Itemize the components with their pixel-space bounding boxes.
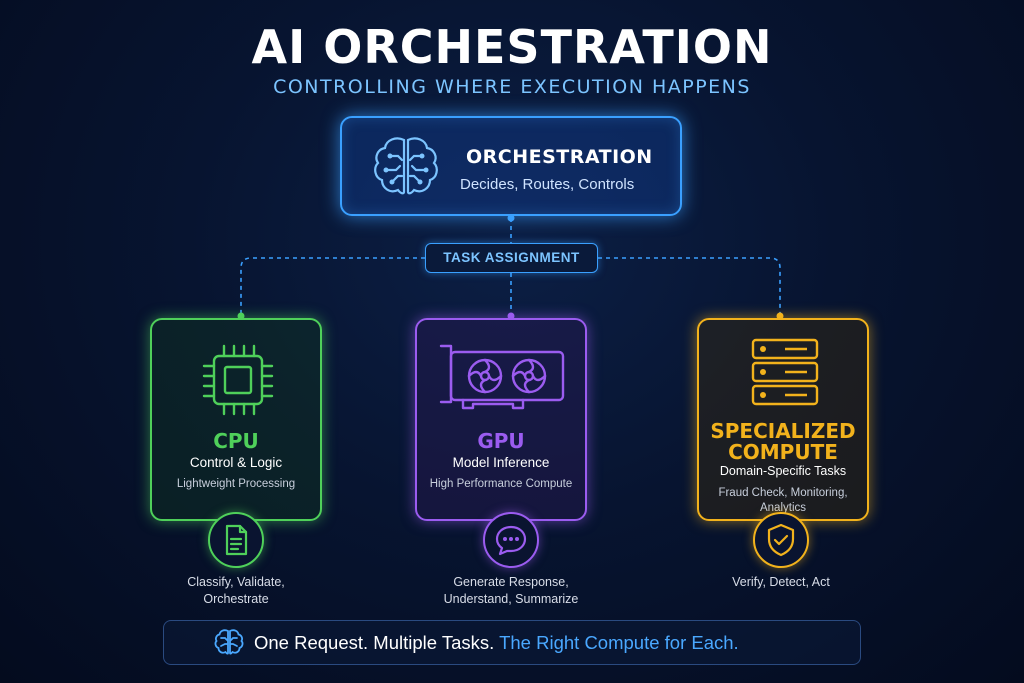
specialized-title-line2: COMPUTE xyxy=(728,440,838,464)
orchestration-box: ORCHESTRATION Decides, Routes, Controls xyxy=(340,116,682,216)
chat-bubble-icon xyxy=(495,525,527,556)
task-assignment-label: TASK ASSIGNMENT xyxy=(425,243,598,273)
cpu-subtitle: Control & Logic xyxy=(189,455,283,470)
gpu-title: GPU xyxy=(477,429,525,453)
cpu-task-line1: Classify, Validate, xyxy=(187,575,285,589)
cpu-title: CPU xyxy=(213,429,259,453)
gpu-card: GPU Model Inference High Performance Com… xyxy=(415,318,587,521)
brain-icon xyxy=(214,629,244,655)
specialized-task-caption: Verify, Detect, Act xyxy=(681,574,881,591)
page-subtitle: CONTROLLING WHERE EXECUTION HAPPENS xyxy=(273,76,751,98)
specialized-subtitle: Domain-Specific Tasks xyxy=(719,464,847,478)
specialized-task-bubble xyxy=(753,512,809,568)
graphics-card-icon xyxy=(439,344,565,410)
cpu-task-line2: Orchestrate xyxy=(203,592,269,606)
gpu-task-line2: Understand, Summarize xyxy=(443,592,579,606)
specialized-title-line1: SPECIALIZED xyxy=(710,419,856,443)
specialized-compute-card: SPECIALIZED COMPUTE Domain-Specific Task… xyxy=(697,318,869,521)
gpu-description: High Performance Compute xyxy=(429,478,573,490)
gpu-task-caption: Generate Response, Understand, Summarize xyxy=(411,574,611,608)
gpu-subtitle: Model Inference xyxy=(452,455,550,470)
document-icon xyxy=(225,524,248,556)
specialized-task-line1: Verify, Detect, Act xyxy=(732,575,830,589)
shield-check-icon xyxy=(767,523,795,557)
orchestration-title: ORCHESTRATION xyxy=(466,146,653,168)
cpu-card: CPU Control & Logic Lightweight Processi… xyxy=(150,318,322,521)
server-stack-icon xyxy=(751,338,819,406)
orchestration-subtitle: Decides, Routes, Controls xyxy=(460,176,635,193)
gpu-task-bubble xyxy=(483,512,539,568)
footer-banner: One Request. Multiple Tasks. The Right C… xyxy=(163,620,861,665)
specialized-description-line1: Fraud Check, Monitoring, xyxy=(718,487,848,499)
cpu-description: Lightweight Processing xyxy=(176,478,296,490)
cpu-task-caption: Classify, Validate, Orchestrate xyxy=(136,574,336,608)
page-title: AI ORCHESTRATION xyxy=(251,20,773,74)
cpu-task-bubble xyxy=(208,512,264,568)
gpu-task-line1: Generate Response, xyxy=(453,575,569,589)
brain-circuit-icon xyxy=(374,137,438,195)
cpu-chip-icon xyxy=(202,344,274,416)
footer-message: One Request. Multiple Tasks. The Right C… xyxy=(254,632,739,654)
footer-text-plain: One Request. Multiple Tasks. xyxy=(254,632,500,653)
footer-text-highlight: The Right Compute for Each. xyxy=(499,632,739,653)
specialized-description-line2: Analytics xyxy=(759,502,807,514)
